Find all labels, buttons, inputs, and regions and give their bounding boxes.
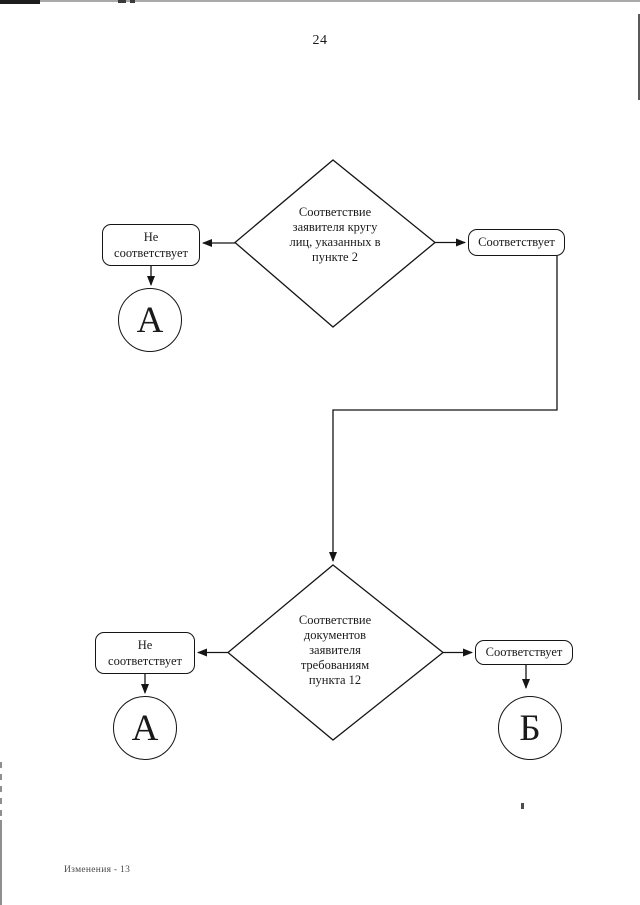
connector-yes1-to-decision2 [329, 256, 558, 562]
connector-circle-b: Б [498, 696, 562, 760]
node-conforms-1: Соответствует [468, 229, 565, 256]
node-not-conforms-1: Не соответствует [102, 224, 200, 266]
decision2-label: Соответствие документов заявителя требов… [298, 613, 372, 687]
connector-circle-a1: А [118, 288, 182, 352]
node-not-conforms-2: Не соответствует [95, 632, 195, 674]
footer-revision-note: Изменения - 13 [64, 865, 131, 875]
decision2-diamond [226, 564, 445, 741]
connector-circle-a2: А [113, 696, 177, 760]
decision1-diamond [233, 159, 437, 328]
decision1-label: Соответствие заявителя кругу лиц, указан… [289, 205, 381, 264]
page-number: 24 [312, 33, 328, 48]
node-conforms-2: Соответствует [475, 640, 573, 665]
